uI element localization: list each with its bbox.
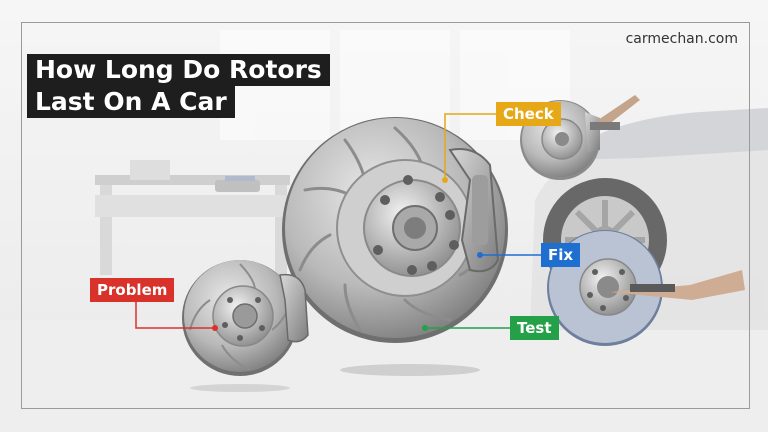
- problem-leader-line: [135, 302, 215, 329]
- site-watermark: carmechan.com: [625, 31, 738, 47]
- test-tag: Test: [510, 316, 559, 340]
- fix-tag: Fix: [541, 243, 581, 267]
- check-leader-line: [444, 113, 496, 180]
- title-line-2: Last On A Car: [27, 86, 235, 118]
- main-rotor: [282, 117, 508, 343]
- leader-lines: [135, 113, 541, 331]
- problem-rotor: [182, 260, 309, 376]
- title-line-1: How Long Do Rotors: [27, 54, 330, 86]
- check-tag: Check: [496, 102, 561, 126]
- workbench: [95, 160, 295, 275]
- problem-tag: Problem: [90, 278, 175, 302]
- outer-frame: [21, 22, 750, 409]
